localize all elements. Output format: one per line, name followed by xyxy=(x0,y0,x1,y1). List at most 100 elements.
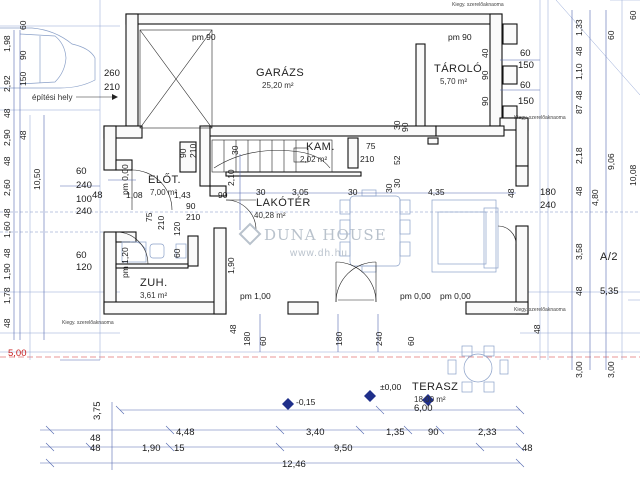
shaft-tag-2: Kiegy. szerelőaknaoma xyxy=(514,307,566,313)
level-storage: pm 90 xyxy=(448,32,472,42)
level-pm000-b: pm 0,00 xyxy=(440,291,471,301)
shaft-tag-1: Kiegy. szerelőaknaoma xyxy=(514,115,566,121)
dim-right-535: 5,35 xyxy=(600,286,619,297)
dim-kam-210: 210 xyxy=(360,154,374,164)
level-minus015: -0,15 xyxy=(296,397,316,407)
dim-living-305: 3,05 xyxy=(292,187,309,197)
dim-right-48b: 48 xyxy=(574,90,584,100)
dim-elot-48: 48 xyxy=(92,190,103,201)
dim-right-480: 4,80 xyxy=(590,189,600,206)
dim-elot-90: 90 xyxy=(186,201,196,211)
room-garazs-name: GARÁZS xyxy=(256,66,304,79)
room-elot-name: ELŐT. xyxy=(148,172,181,186)
dim-living-30a: 30 xyxy=(256,187,266,197)
shaft-tag-3: Kiegy. szerelőaknaoma xyxy=(62,320,114,326)
level-markers xyxy=(282,390,434,410)
room-zuh-area: 3,61 m² xyxy=(140,291,167,300)
room-lakoter-area: 40,28 m² xyxy=(254,211,286,220)
watermark-brand: DUNA HOUSE xyxy=(264,226,387,244)
level-pm000-terrace: ±0,00 xyxy=(380,382,401,392)
dimension-lines xyxy=(13,10,607,470)
dim-bottom-180: 180 xyxy=(242,332,252,346)
dim-left-292: 2,92 xyxy=(2,75,12,92)
dim-left-48d: 48 xyxy=(2,248,12,258)
watermark-url: www.dh.hu xyxy=(289,248,348,259)
dim-left-s60: 60 xyxy=(18,20,28,30)
dim-right-60b: 60 xyxy=(628,10,638,20)
dim-bottom-48a: 48 xyxy=(228,324,238,334)
staircase xyxy=(211,139,333,173)
dim-left-190: 1,90 xyxy=(2,263,12,280)
dim-right-906: 9,06 xyxy=(606,153,616,170)
dim-elot-75: 75 xyxy=(144,212,154,222)
dim-elot-240: 240 xyxy=(76,180,92,191)
dim-left-48e: 48 xyxy=(2,318,12,328)
dim-storage-v4: 90 xyxy=(400,122,410,132)
dim-left-375: 3,75 xyxy=(92,402,103,421)
dim-bottom-60b: 60 xyxy=(406,336,416,346)
dim-left-48c: 48 xyxy=(2,208,12,218)
dim-elot-100: 100 xyxy=(76,194,92,205)
dim-chain2-950: 9,50 xyxy=(334,443,353,454)
dim-left-s150: 150 xyxy=(18,72,28,86)
dim-left-s90: 90 xyxy=(18,50,28,60)
garage-opening xyxy=(139,29,213,129)
room-garazs-area: 25,20 m² xyxy=(262,81,294,90)
dim-chain-233: 2,33 xyxy=(478,427,497,438)
dim-storage-v3: 90 xyxy=(480,96,490,106)
dim-bottom-48b: 48 xyxy=(532,324,542,334)
dim-kam-30b: 30 xyxy=(392,178,402,188)
dim-chain2-48c: 48 xyxy=(90,433,101,444)
dim-elot-143: 1,43 xyxy=(174,190,191,200)
dim-elot-90b: 90 xyxy=(218,190,228,200)
room-elot-area: 7,00 m² xyxy=(150,188,177,197)
dim-storage-b: 150 xyxy=(518,60,534,71)
level-pm000-a: pm 0,00 xyxy=(400,291,431,301)
dim-chain-135: 1,35 xyxy=(386,427,405,438)
dim-chain-448: 4,48 xyxy=(176,427,195,438)
walls xyxy=(103,13,529,315)
dim-living-48: 48 xyxy=(506,188,516,198)
dim-kam-30c: 30 xyxy=(230,145,240,155)
axis-a2-label: A/2 xyxy=(600,251,618,263)
room-terasz-name: TERASZ xyxy=(412,381,458,393)
dim-right-60a: 60 xyxy=(606,30,616,40)
dim-kam-210c: 210 xyxy=(188,144,198,158)
dim-right-133: 1,33 xyxy=(574,19,584,36)
dim-kam-210b: 2,10 xyxy=(226,169,236,186)
dim-living-435: 4,35 xyxy=(428,187,445,197)
dim-elot-210: 210 xyxy=(156,216,166,230)
doors xyxy=(115,169,517,303)
auxiliary-lines xyxy=(0,0,640,360)
dim-chain2-48a: 48 xyxy=(90,443,101,454)
dim-left-198: 1,98 xyxy=(2,35,12,52)
level-elot: pm 0,00 xyxy=(120,164,130,195)
room-lakoter-name: LAKÓTÉR xyxy=(256,196,311,209)
dim-storage-d: 150 xyxy=(518,96,534,107)
dim-terrace: 6,00 xyxy=(414,403,433,414)
dim-left-1050: 10,50 xyxy=(32,168,42,190)
dim-left-178: 1,78 xyxy=(2,287,12,304)
dim-storage-a: 60 xyxy=(520,48,531,59)
dim-living-180: 180 xyxy=(540,187,556,198)
level-garage: pm 90 xyxy=(192,32,216,42)
dim-left-160: 1,60 xyxy=(2,221,12,238)
building-line-label: építési hely xyxy=(32,93,72,102)
dim-kam-90: 90 xyxy=(178,148,188,158)
dim-right-300b: 3,00 xyxy=(606,361,616,378)
dim-bottom-240: 240 xyxy=(374,332,384,346)
dim-elot-240b: 240 xyxy=(76,206,92,217)
dim-260: 260 xyxy=(104,68,120,79)
dim-storage-v1: 40 xyxy=(480,48,490,58)
dim-chain-90: 90 xyxy=(428,427,439,438)
room-kam-name: KAM. xyxy=(306,141,335,153)
level-zuh: pm 1,20 xyxy=(120,247,130,278)
dim-living-30b: 30 xyxy=(384,183,394,193)
dim-chain2-190: 1,90 xyxy=(142,443,161,454)
dim-kam-75: 75 xyxy=(366,141,376,151)
dim-elot-210b: 210 xyxy=(186,212,200,222)
dim-left-s48: 48 xyxy=(18,130,28,140)
dim-zuh-60b: 60 xyxy=(172,248,182,258)
dim-bottom-180b: 180 xyxy=(334,332,344,346)
